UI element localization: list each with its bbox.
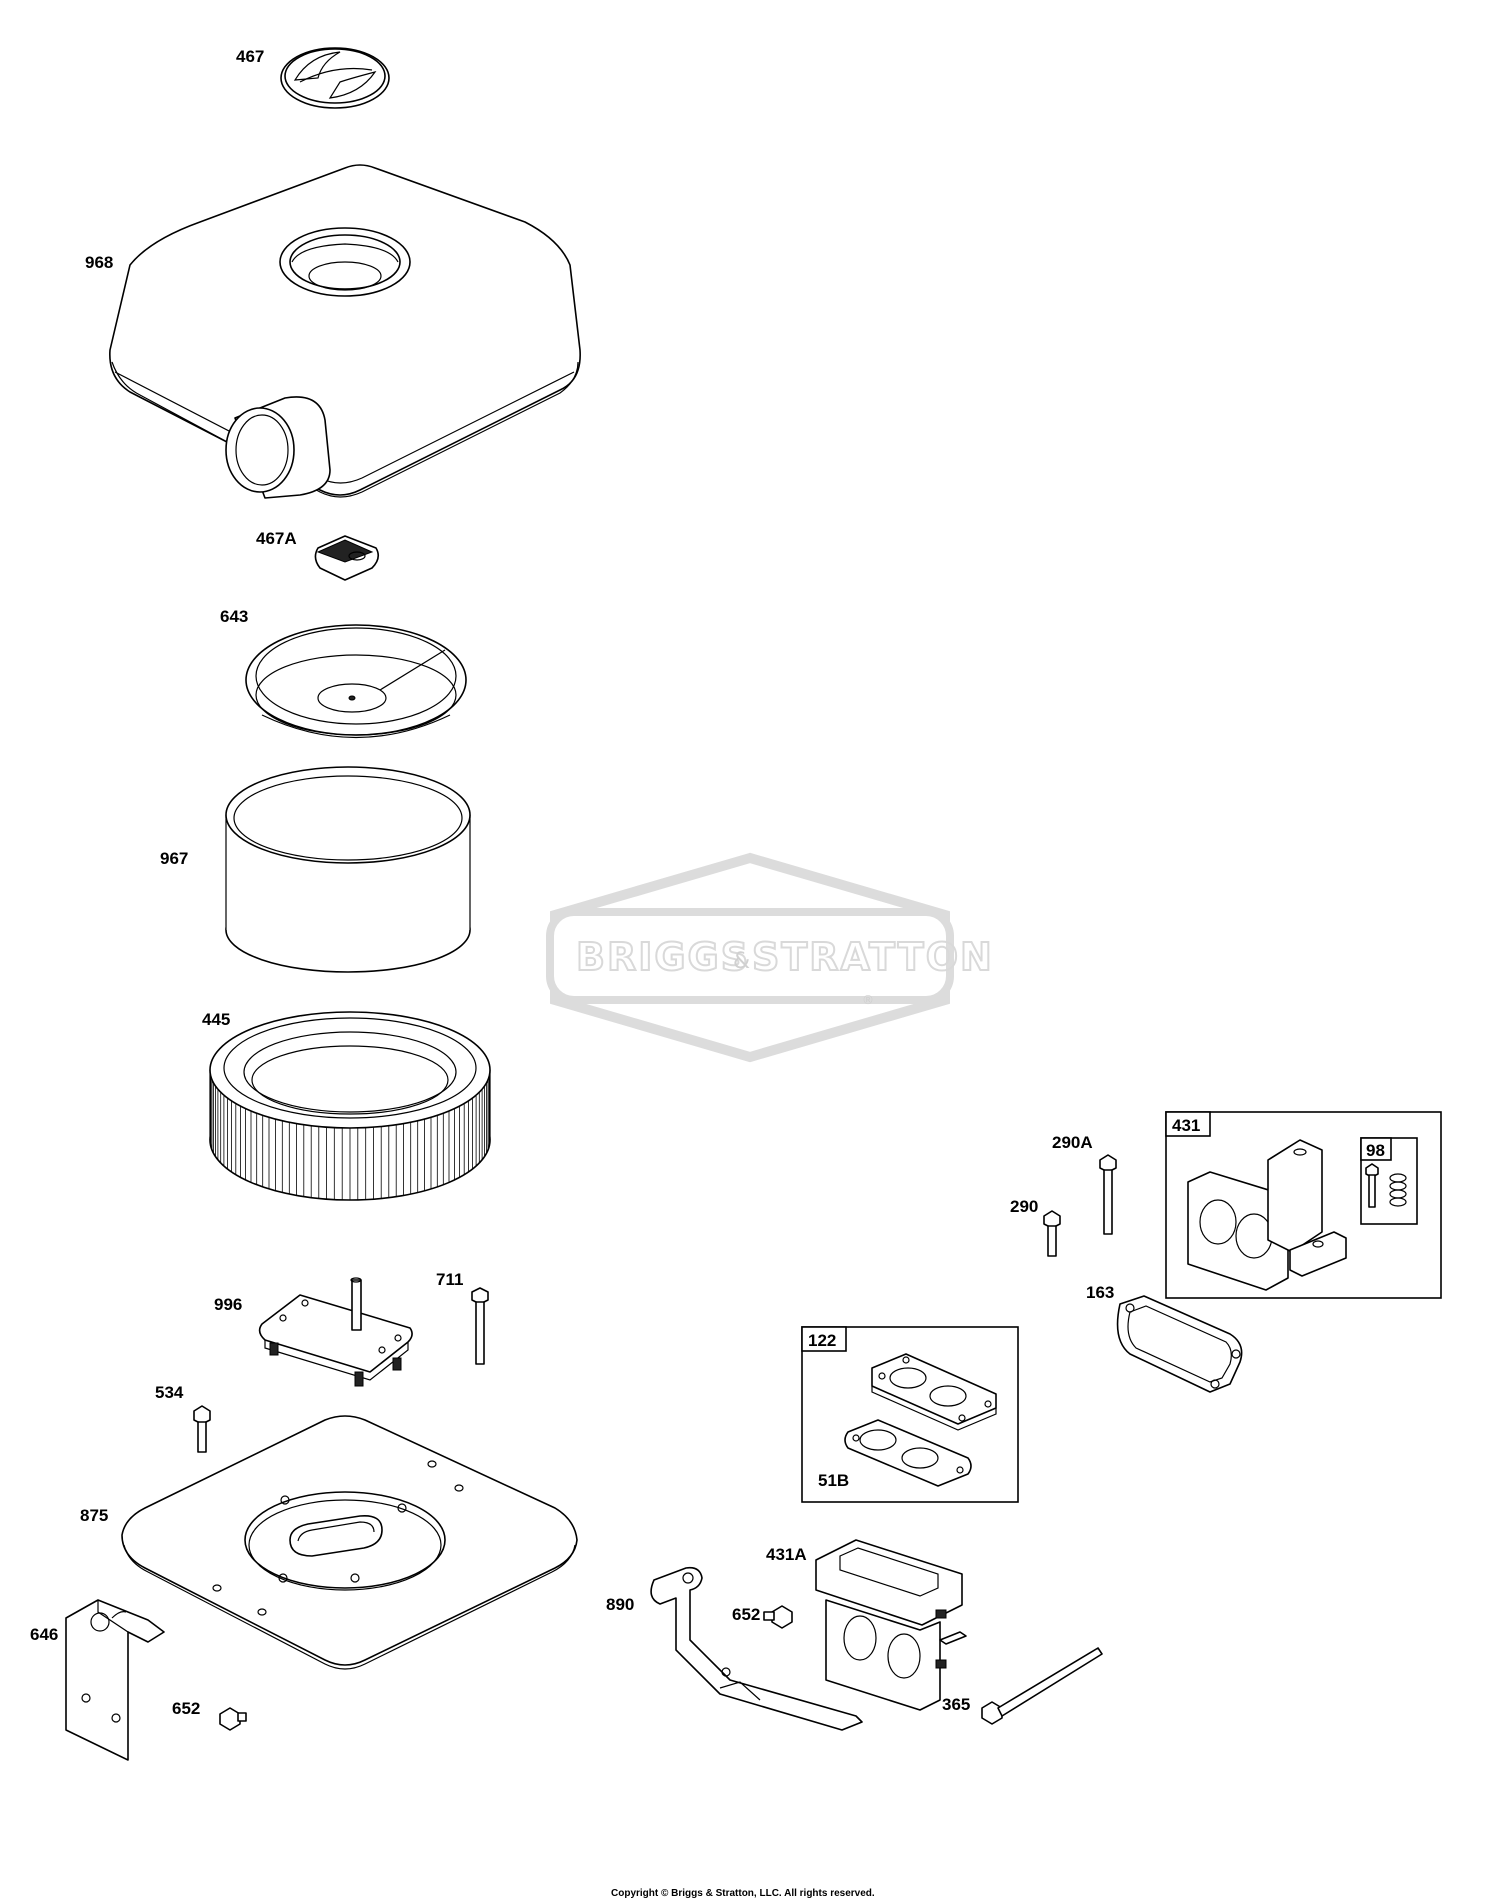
- part-646-bracket: [65, 1599, 165, 1761]
- label-875: 875: [80, 1506, 108, 1525]
- label-996: 996: [214, 1295, 242, 1314]
- label-646: 646: [30, 1625, 58, 1644]
- part-875-base-plate: [121, 1415, 578, 1670]
- watermark-amp: &: [733, 949, 750, 974]
- part-643-tray: [245, 624, 467, 739]
- label-890: 890: [606, 1595, 634, 1614]
- label-51B: 51B: [818, 1471, 849, 1490]
- part-365-long-bolt: [981, 1647, 1103, 1725]
- brand-watermark: BRIGGS & STRATTON ®: [546, 852, 994, 1063]
- kit-98-box: 98: [1360, 1137, 1418, 1225]
- part-652-nut-right: [763, 1605, 793, 1629]
- copyright-text: Copyright © Briggs & Stratton, LLC. All …: [611, 1888, 875, 1899]
- label-967: 967: [160, 849, 188, 868]
- watermark-text-right: STRATTON: [752, 935, 994, 979]
- label-711: 711: [436, 1270, 463, 1289]
- label-365: 365: [942, 1695, 970, 1714]
- kit-431-box: 431: [1165, 1111, 1442, 1299]
- label-290A: 290A: [1052, 1133, 1093, 1152]
- watermark-text-left: BRIGGS: [576, 935, 750, 979]
- part-445-air-filter: [209, 1011, 491, 1201]
- part-996-bracket-plate: [258, 1277, 413, 1387]
- part-431A-adapter: [815, 1539, 967, 1711]
- kit-431-label: 431: [1172, 1116, 1200, 1135]
- label-467: 467: [236, 47, 264, 66]
- part-652-nut-left: [219, 1707, 247, 1731]
- label-652-right: 652: [732, 1605, 760, 1624]
- part-290A-bolt: [1099, 1154, 1117, 1235]
- part-534-bolt: [193, 1405, 211, 1453]
- label-467A: 467A: [256, 529, 297, 548]
- part-711-bolt: [471, 1287, 489, 1365]
- watermark-registered: ®: [862, 993, 874, 1007]
- label-534: 534: [155, 1383, 184, 1402]
- part-968-air-cleaner-cover: [109, 164, 581, 499]
- part-467A-knob: [314, 535, 380, 581]
- label-968: 968: [85, 253, 113, 272]
- kit-122-label: 122: [808, 1331, 836, 1350]
- kit-98-label: 98: [1366, 1141, 1385, 1160]
- label-431A: 431A: [766, 1545, 807, 1564]
- label-652-left: 652: [172, 1699, 200, 1718]
- part-290-bolt: [1043, 1210, 1061, 1257]
- part-967-pre-cleaner: [225, 766, 471, 973]
- label-163: 163: [1086, 1283, 1114, 1302]
- label-643: 643: [220, 607, 248, 626]
- label-445: 445: [202, 1010, 230, 1029]
- kit-122-box: 122: [801, 1326, 1019, 1503]
- part-163-gasket: [1116, 1295, 1243, 1393]
- part-890-bracket: [650, 1566, 863, 1731]
- part-467-cover-knob: [280, 47, 390, 109]
- label-290: 290: [1010, 1197, 1038, 1216]
